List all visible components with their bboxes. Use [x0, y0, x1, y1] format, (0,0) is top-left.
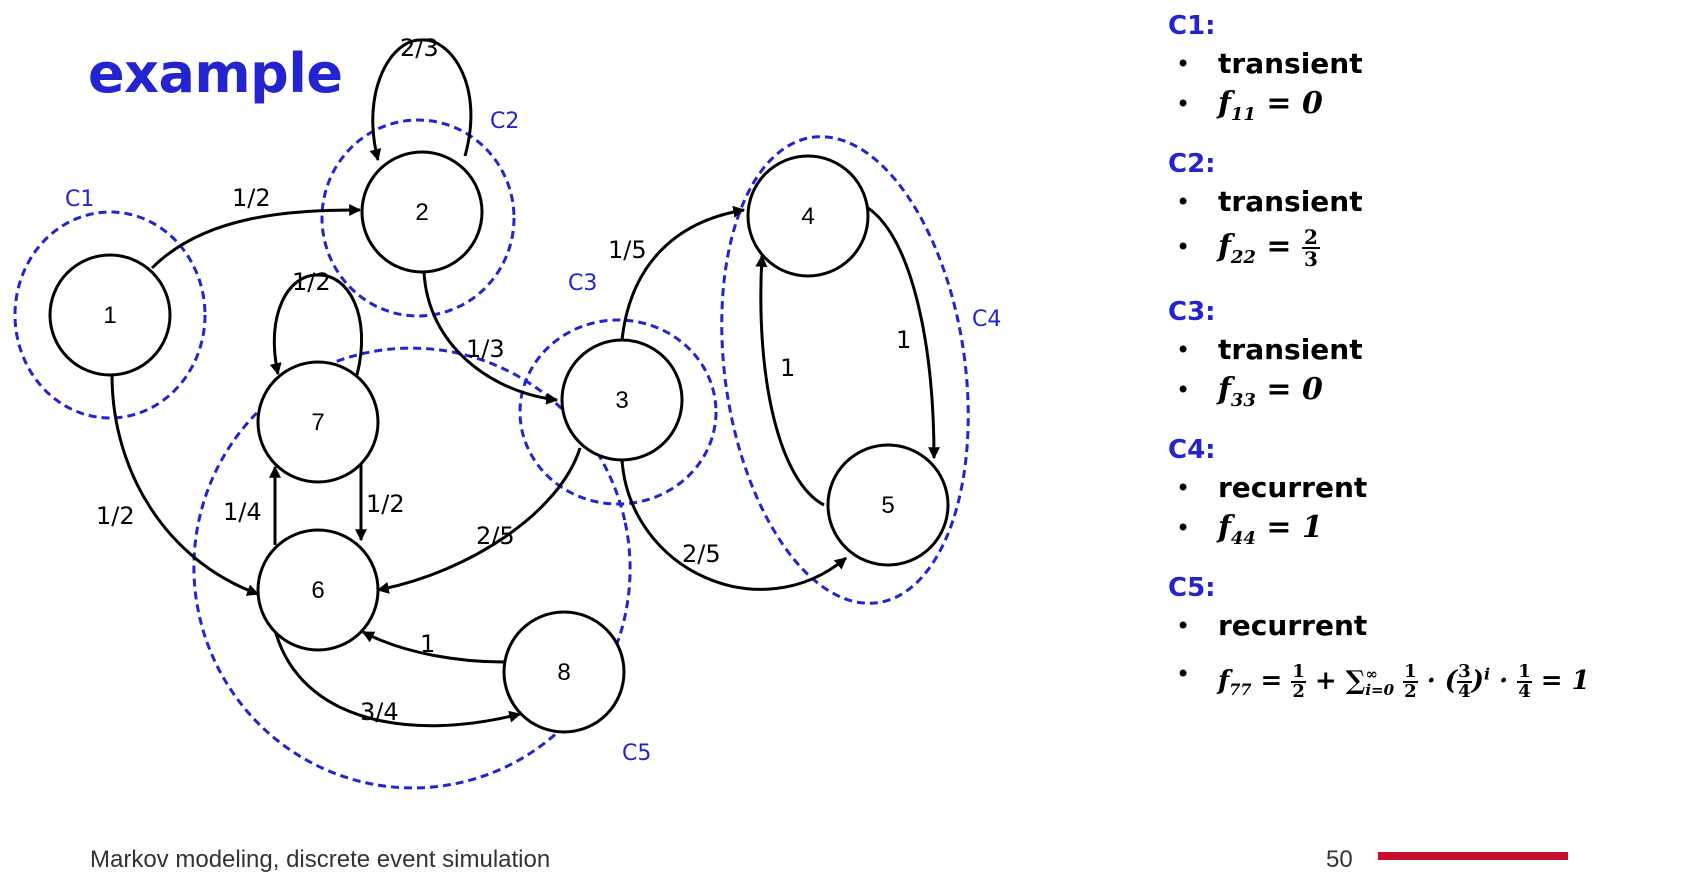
bullet-icon: • — [1176, 233, 1191, 261]
state-node-1-label: 1 — [103, 302, 116, 329]
status-item: • transient — [1168, 44, 1668, 84]
cluster-c4-boundary — [720, 135, 970, 605]
state-node-4 — [746, 154, 870, 278]
status-item: • recurrent — [1168, 606, 1668, 646]
edge-4-to-5 — [867, 206, 940, 460]
state-node-6 — [256, 528, 380, 652]
cluster-c4-label: C4 — [972, 307, 1001, 332]
edge-6-to-7-probability: 1/4 — [223, 498, 262, 526]
state-node-4-label: 4 — [801, 203, 814, 230]
state-node-7 — [256, 360, 380, 484]
bullet-icon: • — [1176, 376, 1191, 404]
cluster-c3-label: C3 — [568, 271, 597, 296]
class-status: transient — [1218, 185, 1363, 218]
state-node-2-label: 2 — [415, 199, 428, 226]
class-status: recurrent — [1218, 471, 1368, 504]
state-node-6-label: 6 — [311, 577, 324, 604]
class-heading: C2: — [1168, 149, 1216, 179]
cluster-c2-label: C2 — [490, 109, 519, 134]
edge-3-to-5 — [620, 459, 847, 591]
edge-6-to-8-probability: 3/4 — [360, 698, 399, 726]
edge-4-to-5-probability: 1 — [896, 326, 911, 354]
edge-6-to-8 — [273, 629, 522, 728]
edge-1-to-6 — [110, 374, 260, 596]
edge-3-to-4-probability: 1/5 — [608, 236, 647, 264]
state-node-1 — [48, 253, 172, 377]
return-probability-formula: f33 = 0 — [1218, 372, 1323, 411]
page-number: 50 — [1326, 846, 1353, 873]
bullet-icon: • — [1176, 188, 1191, 216]
edge-3-to-6-probability: 2/5 — [476, 522, 515, 550]
edge-3-to-4 — [620, 205, 746, 341]
class-section-c1: C1: • transient • f11 = 0 — [1168, 8, 1668, 125]
edge-2-to-2 — [369, 38, 473, 162]
edge-2-to-3 — [422, 271, 559, 405]
status-item: • transient — [1168, 330, 1668, 370]
edge-7-to-7-probability: 1/2 — [292, 268, 331, 296]
cluster-c2-boundary — [320, 118, 516, 318]
class-status: transient — [1218, 333, 1363, 366]
state-node-3-label: 3 — [615, 387, 628, 414]
class-heading: C3: — [1168, 297, 1216, 327]
class-section-c4: C4: • recurrent • f44 = 1 — [1168, 432, 1668, 549]
return-probability-formula: f44 = 1 — [1218, 510, 1323, 549]
edge-1-to-6-probability: 1/2 — [96, 502, 135, 530]
edge-2-to-3-probability: 1/3 — [466, 335, 505, 363]
edge-7-to-7 — [269, 273, 363, 376]
brand-bar — [1378, 852, 1568, 860]
edge-5-to-4 — [755, 254, 825, 507]
formula-item: • f33 = 0 — [1168, 370, 1668, 411]
state-node-7-label: 7 — [311, 409, 324, 436]
formula-item: • f44 = 1 — [1168, 508, 1668, 549]
slide-title: example — [88, 42, 343, 105]
bullet-icon: • — [1176, 660, 1191, 688]
state-node-8-label: 8 — [557, 659, 570, 686]
cluster-c5-label: C5 — [622, 741, 651, 766]
state-node-2 — [360, 150, 484, 274]
edge-3-to-5-probability: 2/5 — [682, 540, 721, 568]
class-status: recurrent — [1218, 609, 1368, 642]
bullet-icon: • — [1176, 50, 1191, 78]
edge-8-to-6-probability: 1 — [420, 630, 435, 658]
status-item: • transient — [1168, 182, 1668, 222]
return-probability-formula: f11 = 0 — [1218, 86, 1323, 125]
footer-text: Markov modeling, discrete event simulati… — [90, 846, 551, 873]
formula-item: • f11 = 0 — [1168, 84, 1668, 125]
edge-1-to-2-probability: 1/2 — [232, 184, 271, 212]
bullet-icon: • — [1176, 474, 1191, 502]
cluster-c1-label: C1 — [65, 187, 94, 212]
state-node-5 — [826, 443, 950, 567]
edge-5-to-4-probability: 1 — [780, 354, 795, 382]
state-node-8 — [502, 610, 626, 734]
bullet-icon: • — [1176, 514, 1191, 542]
bullet-icon: • — [1176, 90, 1191, 118]
edge-1-to-2 — [150, 204, 362, 270]
class-heading: C5: — [1168, 573, 1216, 603]
status-item: • recurrent — [1168, 468, 1668, 508]
class-heading: C4: — [1168, 435, 1216, 465]
cluster-c1-boundary — [13, 210, 207, 420]
class-status: transient — [1218, 47, 1363, 80]
class-section-c3: C3: • transient • f33 = 0 — [1168, 294, 1668, 411]
state-node-3 — [560, 338, 684, 462]
class-heading: C1: — [1168, 11, 1216, 41]
edge-8-to-6 — [361, 630, 505, 664]
state-node-5-label: 5 — [881, 492, 894, 519]
edge-2-to-2-probability: 2/3 — [400, 34, 439, 62]
cluster-c3-boundary — [518, 318, 718, 506]
edge-7-to-6-probability: 1/2 — [366, 490, 405, 518]
edge-3-to-6 — [376, 447, 582, 594]
bullet-icon: • — [1176, 336, 1191, 364]
classification-panel: C1: • transient • f11 = 0 C2: • transient •… — [1168, 8, 1668, 702]
cluster-c5-boundary — [192, 346, 632, 790]
bullet-icon: • — [1176, 612, 1191, 640]
